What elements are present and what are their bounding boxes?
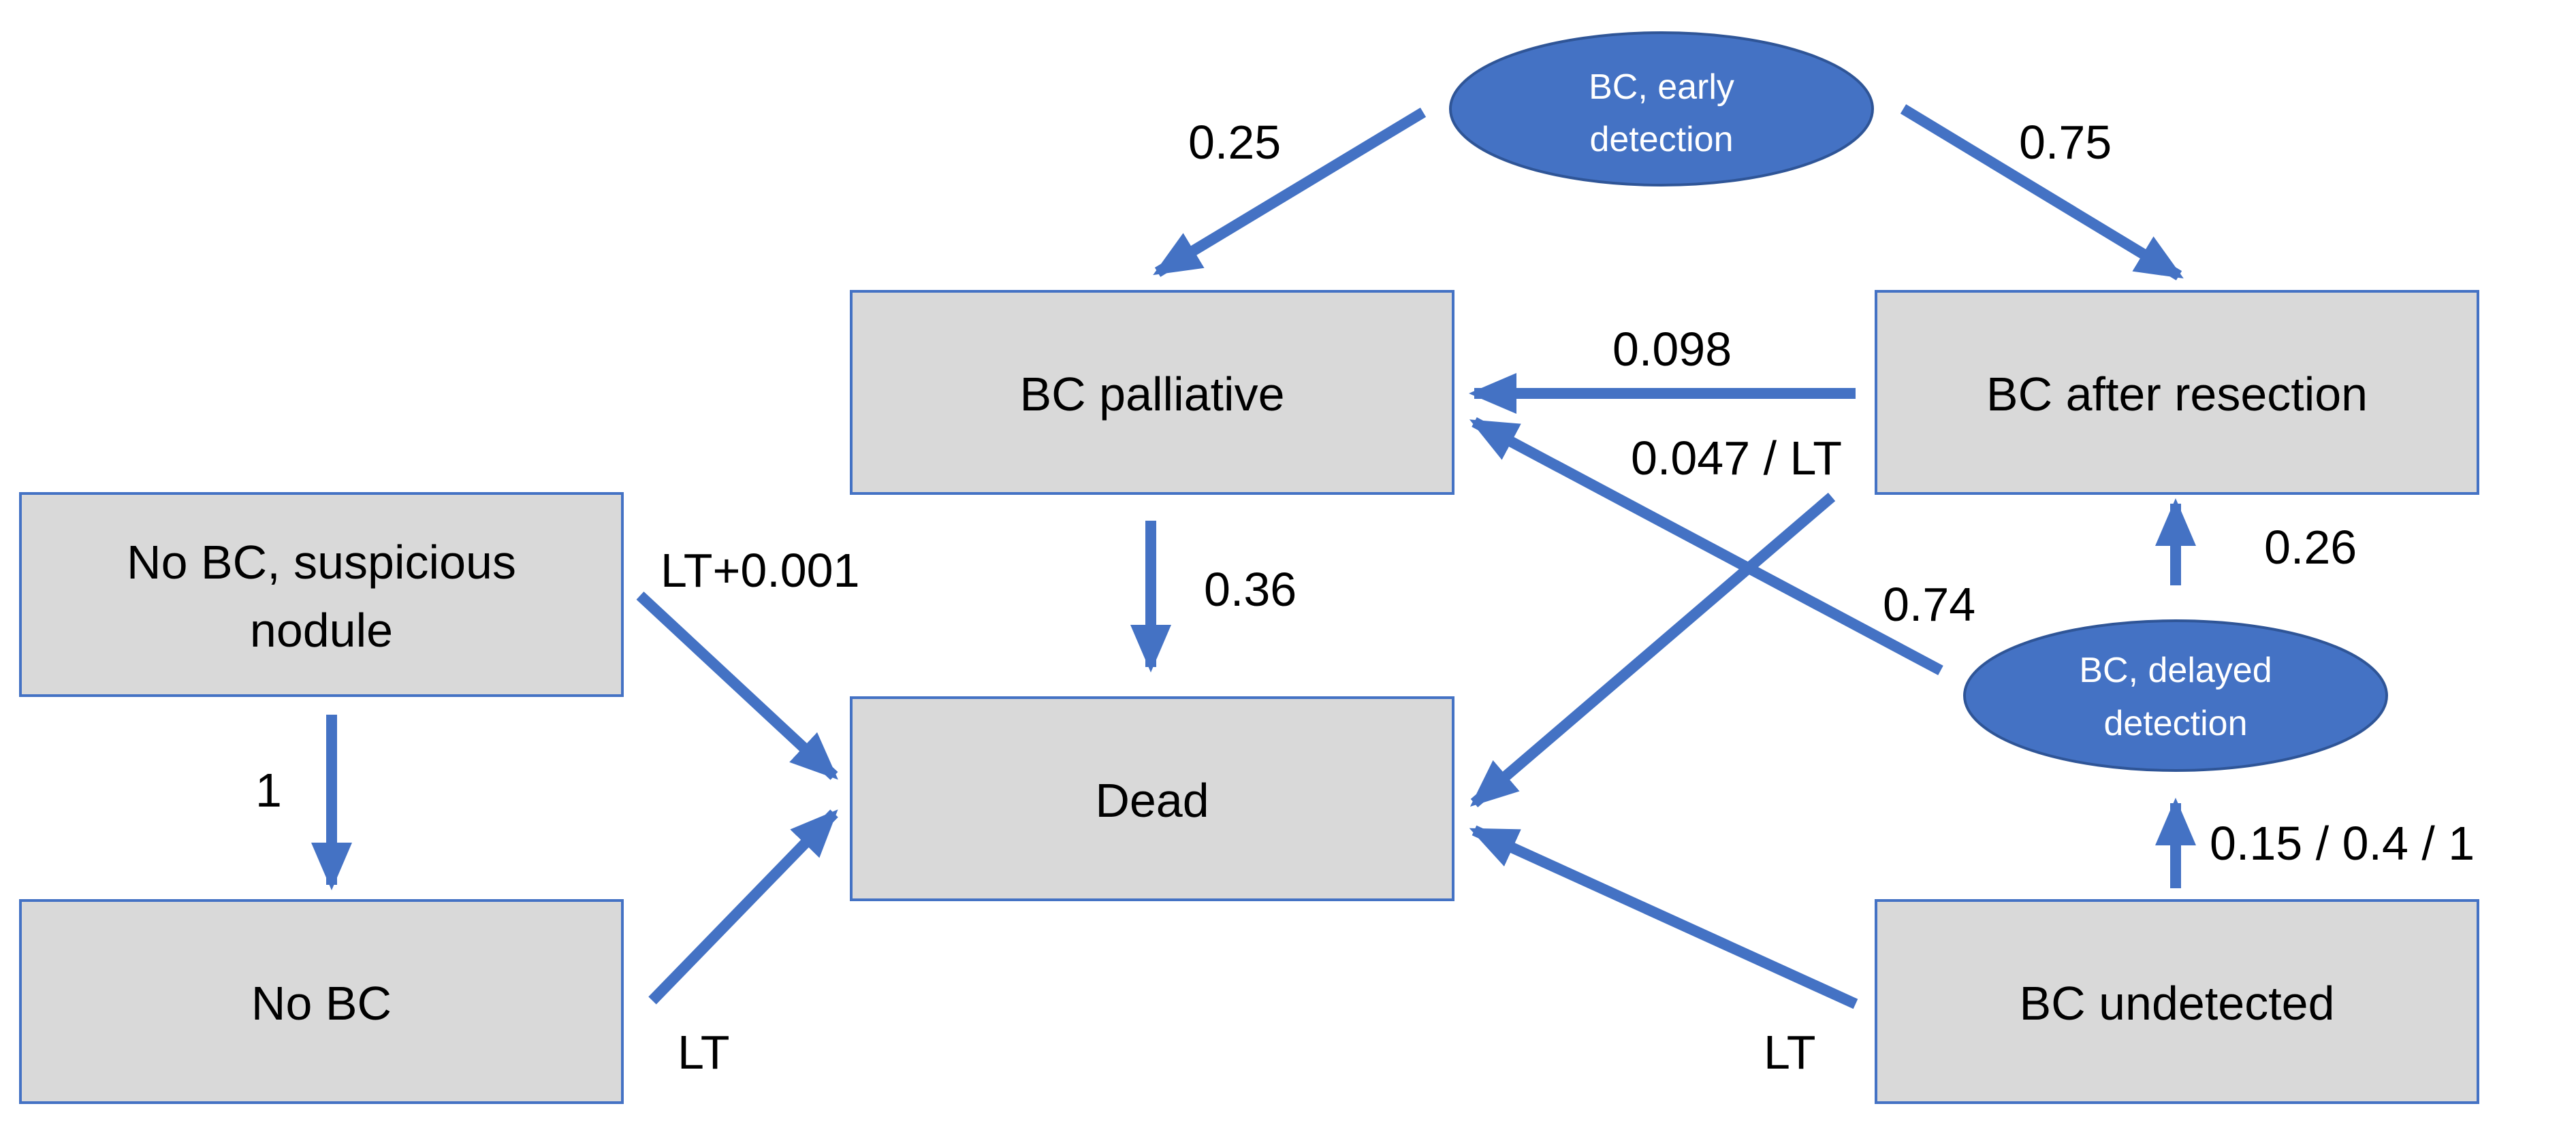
node-bc-after-resection: BC after resection: [1875, 290, 2479, 495]
arrow-resection-to-dead: [1469, 492, 1836, 808]
arrow-undetected-to-dead: [1469, 825, 1858, 1009]
edge-label-early-to-resection: 0.75: [2019, 116, 2112, 169]
edge-label-suspicious-to-dead: LT+0.001: [661, 544, 860, 597]
edge-label-delayed-to-palliative: 0.74: [1883, 578, 1975, 631]
node-bc-undetected: BC undetected: [1875, 899, 2479, 1104]
edge-labels: 0.25 0.75 0.098 0.047 / LT 0.26 0.74 0.3…: [255, 116, 2475, 1079]
arrow-nobc-to-dead: [648, 809, 838, 1005]
node-no-bc-suspicious-line2: nodule: [250, 604, 393, 657]
edge-label-undetected-to-dead: LT: [1764, 1026, 1816, 1079]
node-bc-early-line2: detection: [1589, 120, 1733, 159]
arrow-suspicious-to-dead: [636, 591, 838, 780]
edge-label-palliative-to-dead: 0.36: [1204, 563, 1297, 616]
edge-label-early-to-palliative: 0.25: [1188, 116, 1281, 169]
node-bc-palliative: BC palliative: [850, 290, 1454, 495]
node-bc-palliative-label: BC palliative: [1019, 368, 1284, 421]
node-bc-delayed-line2: detection: [2103, 704, 2247, 743]
arrow-delayed-to-palliative: [1469, 417, 1943, 676]
edge-label-undetected-to-delayed: 0.15 / 0.4 / 1: [2210, 817, 2475, 870]
node-dead-label: Dead: [1095, 774, 1209, 827]
node-no-bc-suspicious-line1: No BC, suspicious: [127, 536, 516, 589]
edge-label-resection-to-palliative: 0.098: [1612, 323, 1732, 376]
node-no-bc-label: No BC: [251, 977, 392, 1030]
arrows: [311, 104, 2196, 1009]
edge-label-suspicious-to-nobc: 1: [255, 764, 282, 817]
edge-label-nobc-to-dead: LT: [678, 1026, 730, 1079]
edge-label-delayed-to-resection: 0.26: [2264, 521, 2357, 574]
node-no-bc-suspicious-nodule: No BC, suspicious nodule: [19, 492, 624, 697]
arrow-early-to-resection: [1900, 104, 2184, 280]
node-bc-early-detection: BC, early detection: [1449, 31, 1874, 186]
arrow-early-to-palliative: [1153, 108, 1427, 277]
edge-label-resection-to-dead: 0.047 / LT: [1631, 432, 1842, 485]
node-dead: Dead: [850, 696, 1454, 901]
node-bc-early-line1: BC, early: [1589, 67, 1734, 107]
node-bc-after-resection-label: BC after resection: [1986, 368, 2368, 421]
node-no-bc: No BC: [19, 899, 624, 1104]
node-bc-delayed-detection: BC, delayed detection: [1963, 619, 2388, 772]
node-bc-delayed-line1: BC, delayed: [2079, 651, 2272, 690]
node-bc-undetected-label: BC undetected: [2019, 977, 2334, 1030]
